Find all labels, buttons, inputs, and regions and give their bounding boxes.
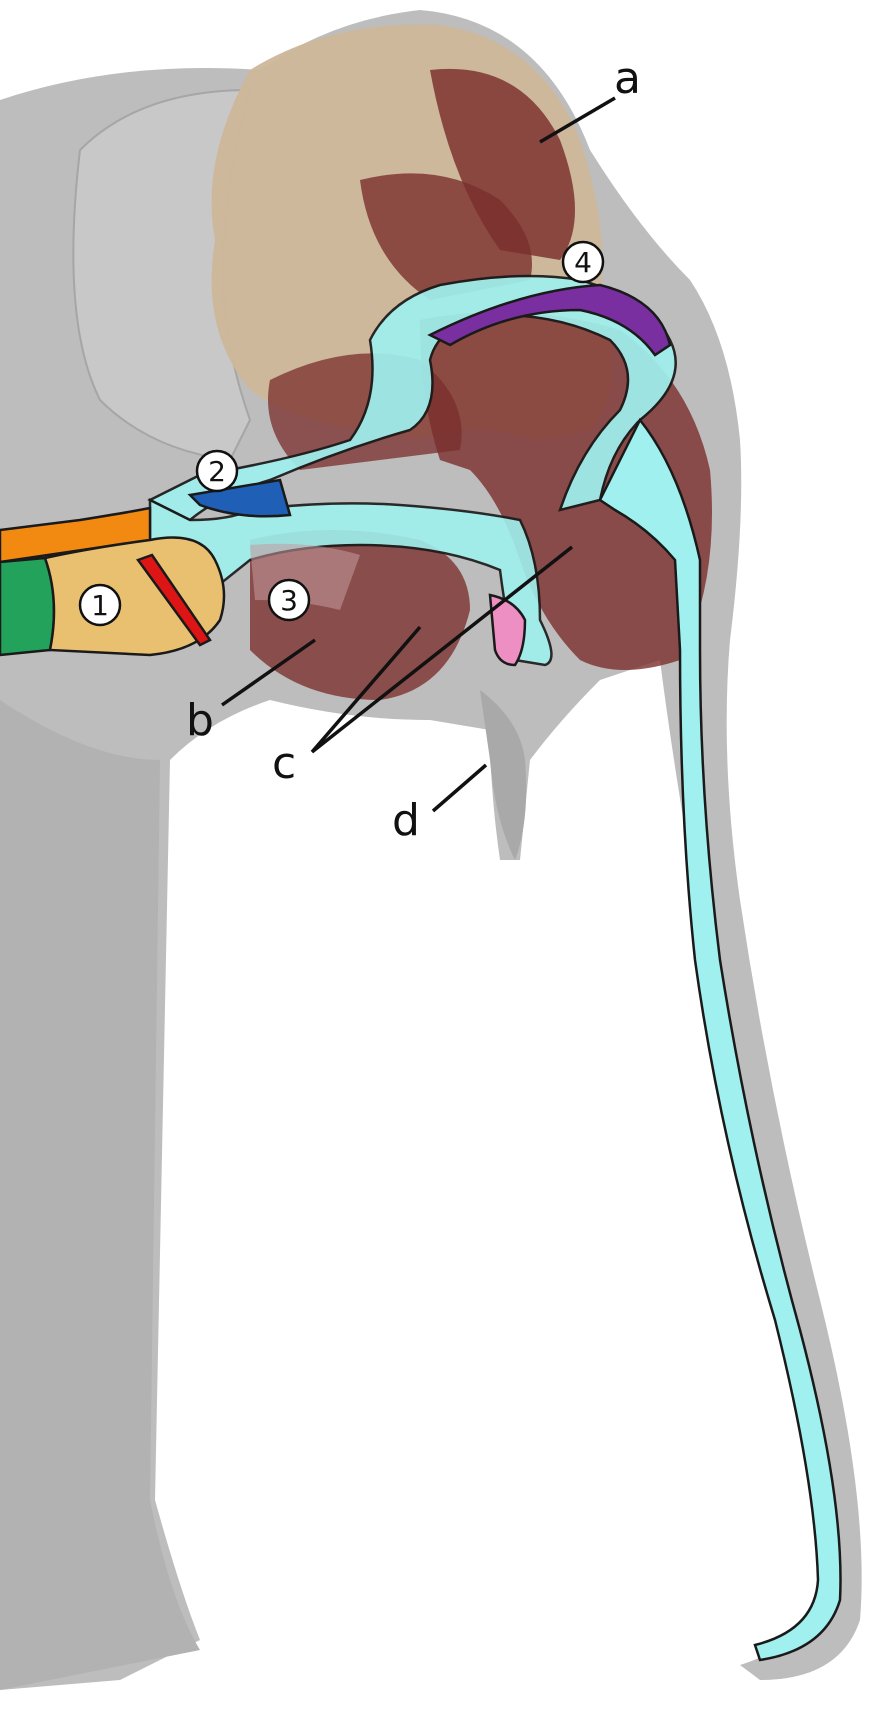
label-c: c (272, 738, 296, 789)
colored-regions (0, 283, 672, 667)
svg-text:4: 4 (574, 246, 592, 279)
label-a: a (614, 53, 641, 104)
red-region (136, 553, 212, 647)
temporal-muscle (430, 68, 575, 260)
marker-2: 2 (195, 449, 239, 493)
svg-text:3: 3 (280, 584, 298, 617)
purple-region (427, 283, 672, 357)
leader-a (539, 96, 616, 144)
marker-1: 1 (78, 583, 122, 627)
larynx-cartilage (43, 536, 226, 657)
elephant-lip (480, 690, 527, 860)
green-region (0, 556, 56, 657)
leader-c2 (310, 545, 574, 754)
leader-c1 (310, 625, 422, 754)
letter-labels: a b c d (186, 53, 641, 846)
marker-4: 4 (561, 240, 605, 284)
leader-b (220, 638, 317, 707)
elephant-leg (0, 700, 200, 1690)
numbered-markers: 1 2 3 4 (78, 240, 605, 627)
trunk-tube (598, 417, 842, 1662)
airway (147, 274, 842, 1662)
masseter-muscle (360, 173, 532, 300)
pharynx (148, 497, 553, 667)
marker-3: 3 (267, 578, 311, 622)
leader-lines (220, 96, 616, 813)
orange-region (0, 506, 152, 564)
label-b: b (186, 695, 214, 746)
blue-region (187, 478, 292, 518)
svg-text:1: 1 (91, 589, 109, 622)
pink-region (488, 593, 527, 667)
svg-text:2: 2 (208, 455, 226, 488)
label-d: d (392, 795, 420, 846)
leader-d (431, 763, 488, 813)
